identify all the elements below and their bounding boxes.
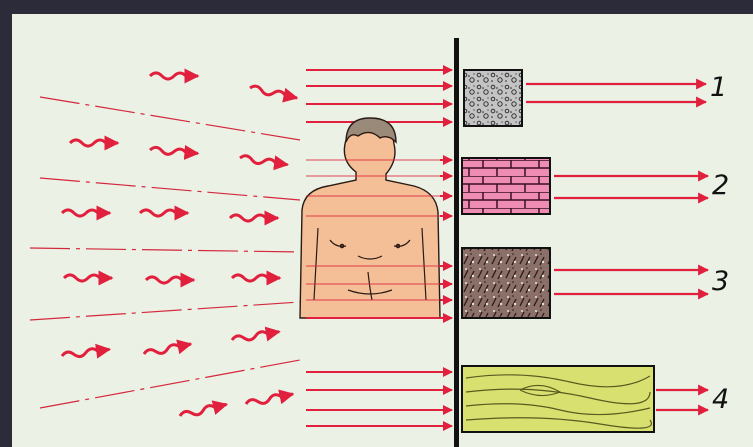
shield-wall <box>454 38 459 447</box>
material-label-2: 2 <box>712 170 729 201</box>
material-label-3: 3 <box>712 266 729 297</box>
soil-block <box>462 248 550 318</box>
material-label-1: 1 <box>710 72 727 103</box>
wood-block <box>462 366 654 432</box>
concrete-block <box>464 70 522 126</box>
material-label-4: 4 <box>712 384 729 415</box>
brick-block <box>462 158 550 214</box>
